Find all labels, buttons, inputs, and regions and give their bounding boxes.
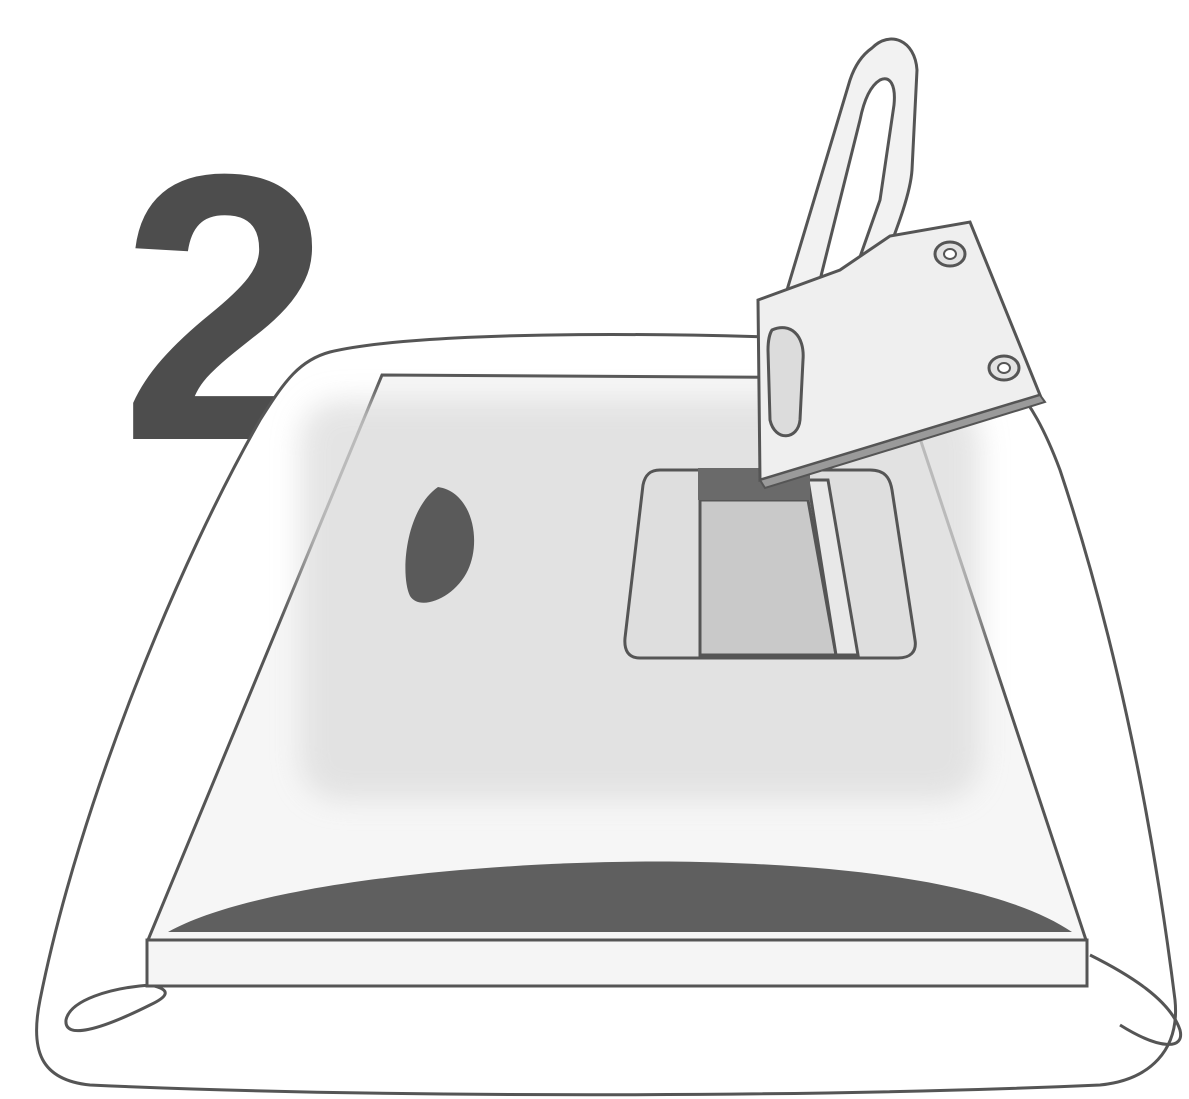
hinge-knuckle [768,328,803,436]
bottom-edge-bar [147,940,1087,986]
screw-icon [935,242,965,266]
screw-icon [989,356,1019,380]
